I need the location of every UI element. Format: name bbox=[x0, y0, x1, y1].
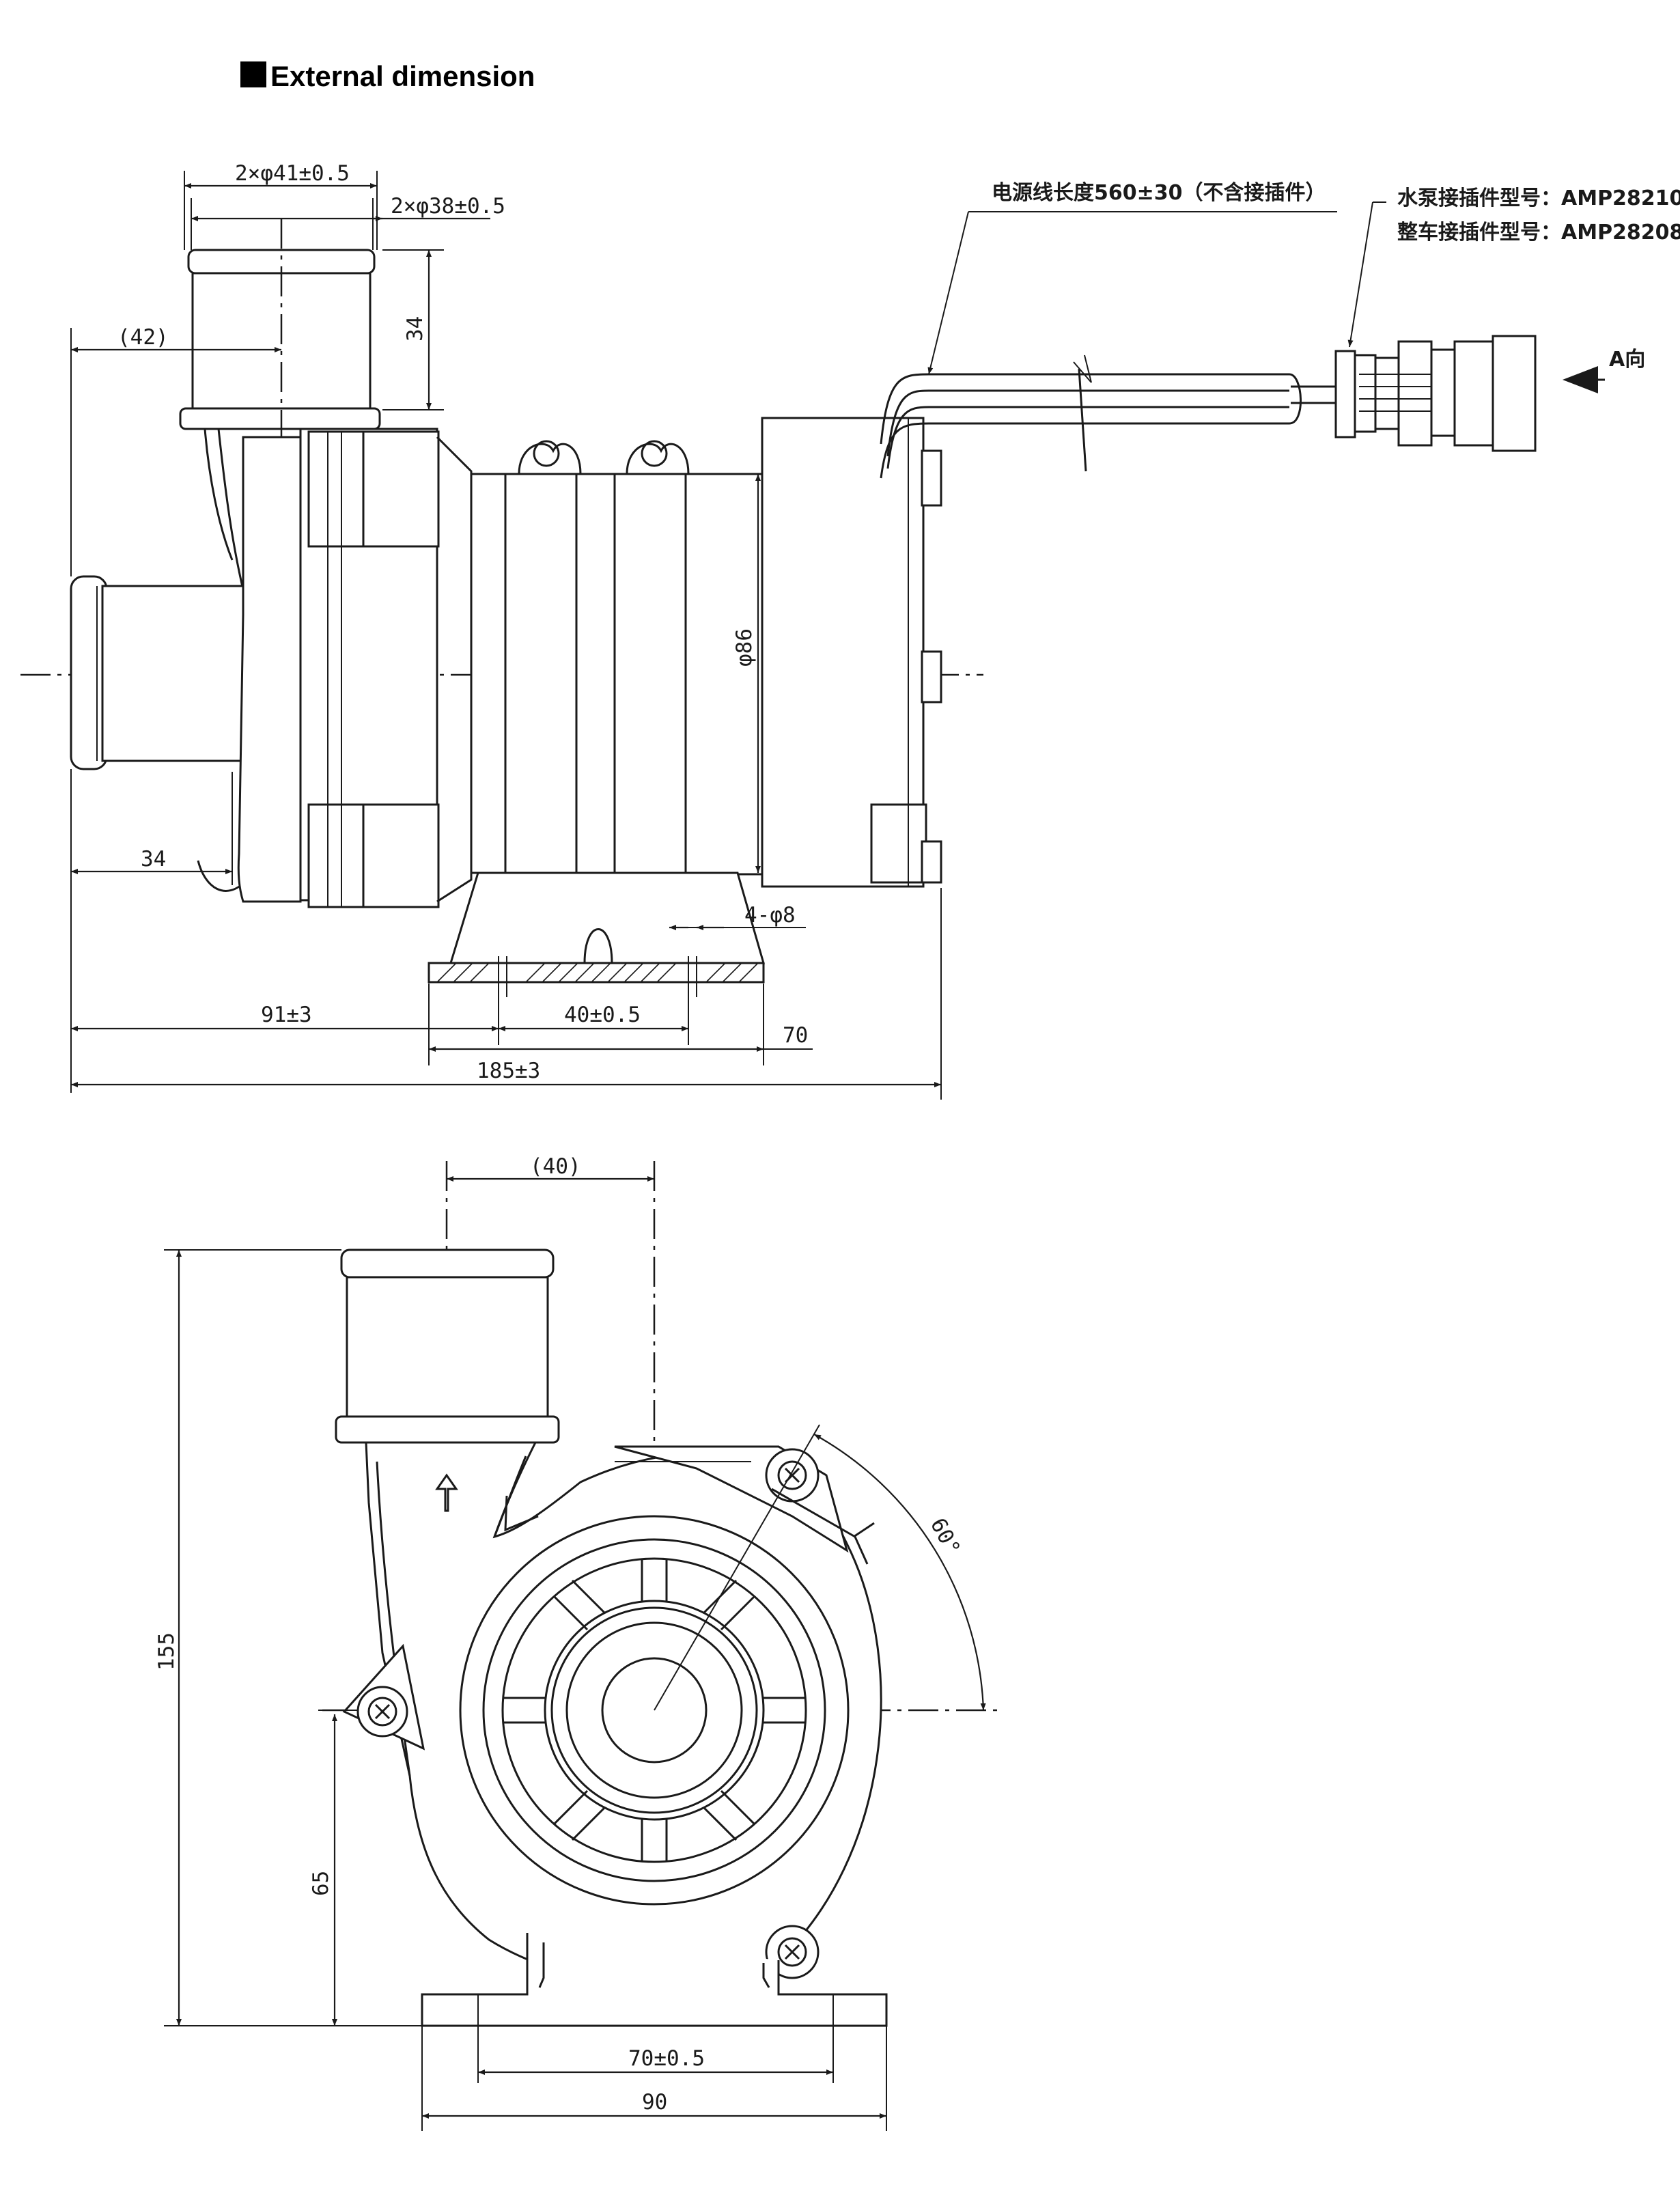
view-a-indicator: A向 bbox=[1563, 348, 1645, 393]
inlet-length-dim: 34 bbox=[141, 847, 166, 872]
holes-dim: 4-φ8 bbox=[744, 903, 796, 928]
section-heading: External dimension bbox=[240, 60, 535, 92]
foot-holes-dim: 70±0.5 bbox=[628, 2046, 705, 2071]
foot-width-dim: 90 bbox=[642, 2090, 667, 2115]
front-feet bbox=[421, 1933, 888, 2083]
vehicle-connector-note: 整车接插件型号：AMP282088-1 bbox=[1397, 221, 1680, 245]
dim-motor-dia: φ86 bbox=[732, 474, 761, 873]
motor-dia-dim: φ86 bbox=[732, 628, 757, 667]
side-end-cap bbox=[761, 417, 942, 888]
outlet-outer-dim: 2×φ41±0.5 bbox=[235, 161, 350, 186]
mount-spacing-dim: 40±0.5 bbox=[564, 1003, 641, 1027]
side-cable bbox=[880, 354, 1352, 479]
arrow-left-icon bbox=[1563, 366, 1598, 393]
dim-inlet-length: 34 bbox=[70, 769, 233, 1093]
side-connector bbox=[1334, 335, 1537, 452]
front-motor-face: 60° bbox=[459, 1424, 986, 1906]
front-ribs bbox=[503, 1559, 806, 1862]
view-a-label: A向 bbox=[1609, 348, 1645, 372]
side-inlet-tube bbox=[70, 575, 244, 770]
dim-outlet-outer: 2×φ41±0.5 bbox=[184, 161, 378, 250]
arrow-up-icon bbox=[435, 1473, 458, 1512]
dim-front-outlet-offset: (40) bbox=[447, 1154, 655, 1188]
dim-mount-width: 70 bbox=[428, 984, 813, 1065]
overall-length-dim: 185±3 bbox=[477, 1059, 540, 1083]
center-height-dim: 65 bbox=[309, 1871, 333, 1896]
mount-width-dim: 70 bbox=[783, 1023, 808, 1048]
section-title: External dimension bbox=[270, 60, 535, 92]
dim-outlet-offset: (42) bbox=[70, 325, 281, 576]
front-view: 60° (40) 155 65 bbox=[154, 1154, 997, 2131]
dim-outlet-inner: 2×φ38±0.5 bbox=[191, 194, 505, 250]
cable-note: 电源线长度560±30（不含接插件） bbox=[927, 181, 1337, 375]
dim-inlet-to-mount: 91±3 bbox=[71, 997, 499, 1045]
dim-holes: 4-φ8 bbox=[669, 903, 806, 930]
angle-dim: 60° bbox=[925, 1514, 965, 1559]
side-mount-bracket bbox=[428, 872, 765, 997]
side-outlet-tube bbox=[179, 219, 381, 451]
total-height-dim: 155 bbox=[154, 1632, 179, 1671]
cable-length-note: 电源线长度560±30（不含接插件） bbox=[992, 181, 1326, 205]
side-view: A向 电源线长度560±30（不含接插件） 水泵接插件型号：AMP282106-… bbox=[20, 161, 1680, 1100]
dim-center-height: 65 bbox=[309, 1710, 358, 2026]
inlet-to-mount-dim: 91±3 bbox=[261, 1003, 312, 1027]
dim-mount-spacing: 40±0.5 bbox=[499, 997, 689, 1045]
connector-note: 水泵接插件型号：AMP282106-1 整车接插件型号：AMP282088-1 bbox=[1347, 186, 1680, 348]
side-pump-head bbox=[237, 428, 473, 908]
front-outlet-tube bbox=[335, 1249, 560, 1444]
front-outlet-offset-dim: (40) bbox=[530, 1154, 581, 1179]
pump-connector-note: 水泵接插件型号：AMP282106-1 bbox=[1397, 186, 1680, 210]
outlet-inner-dim: 2×φ38±0.5 bbox=[391, 194, 505, 219]
mount-hatching bbox=[436, 962, 759, 983]
dim-foot-holes: 70±0.5 bbox=[478, 2046, 833, 2075]
dim-foot-width: 90 bbox=[421, 2026, 887, 2131]
outlet-offset-dim: (42) bbox=[117, 325, 169, 350]
dim-overall-length: 185±3 bbox=[71, 888, 942, 1100]
dim-outlet-height: 34 bbox=[382, 249, 444, 410]
dim-total-height: 155 bbox=[154, 1249, 422, 2026]
outlet-height-dim: 34 bbox=[403, 316, 428, 341]
side-motor-body bbox=[470, 440, 764, 892]
